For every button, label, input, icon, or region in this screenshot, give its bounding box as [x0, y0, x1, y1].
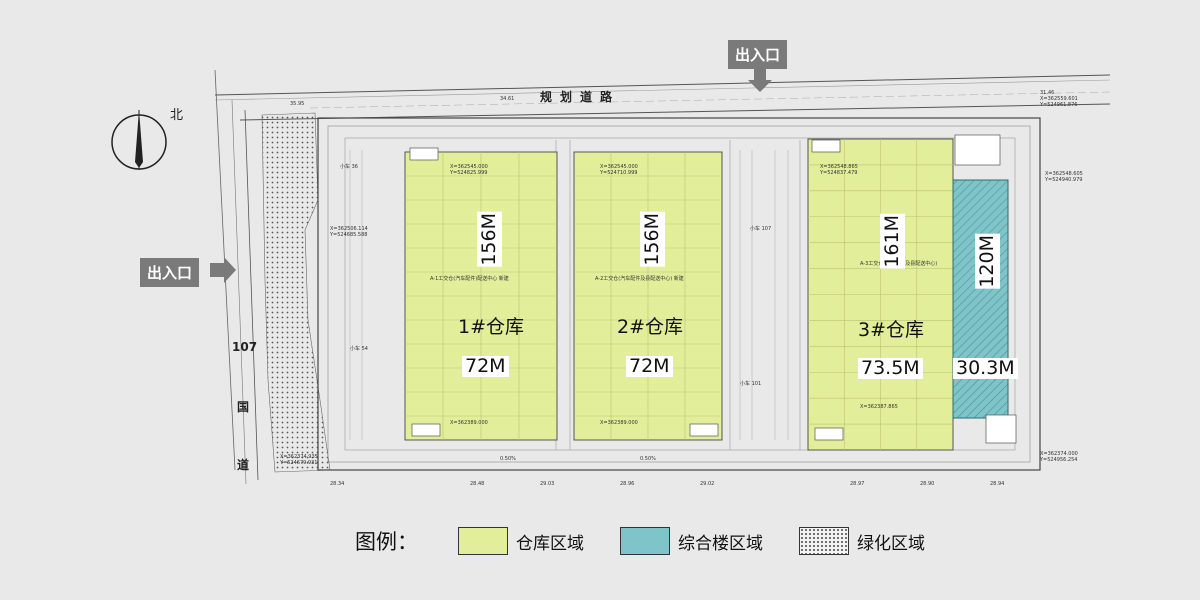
svg-text:29.02: 29.02	[700, 481, 714, 487]
warehouse-2-name: 2#仓库	[617, 316, 684, 338]
entrance-arrows	[210, 68, 772, 283]
national-road-char-1: 国	[237, 400, 250, 414]
svg-text:Y=524679.931: Y=524679.931	[279, 460, 317, 466]
svg-text:X=362545.000: X=362545.000	[600, 164, 638, 170]
svg-text:Y=524710.999: Y=524710.999	[599, 170, 637, 176]
warehouse-2	[573, 151, 723, 441]
north-arrow	[111, 110, 167, 170]
warehouse-3-length: 161M	[880, 214, 905, 269]
entrance-top-label: 出入口	[728, 40, 788, 69]
office-building	[952, 179, 1009, 419]
warehouse-2-width: 72M	[626, 356, 673, 377]
entrance-left-label: 出入口	[140, 258, 200, 287]
svg-text:X=362387.865: X=362387.865	[860, 404, 898, 410]
green-swatch	[799, 527, 849, 555]
svg-text:小车 36: 小车 36	[340, 163, 358, 170]
green-area	[261, 112, 331, 473]
svg-text:28.94: 28.94	[990, 481, 1004, 487]
legend-item-warehouse: 仓库区域	[458, 527, 584, 555]
site-boundary	[317, 117, 1041, 471]
svg-text:小车 54: 小车 54	[350, 345, 368, 352]
legend-label-office: 综合楼区域	[678, 533, 763, 554]
svg-text:小车 101: 小车 101	[740, 380, 761, 387]
svg-text:0.50%: 0.50%	[500, 456, 516, 462]
svg-text:29.03: 29.03	[540, 481, 554, 487]
north-label: 北	[170, 108, 184, 123]
office-swatch	[620, 527, 670, 555]
legend-label-warehouse: 仓库区域	[516, 533, 584, 554]
svg-text:X=362548.605: X=362548.605	[1045, 171, 1083, 177]
legend-label-green: 绿化区域	[857, 533, 925, 554]
svg-text:28.34: 28.34	[330, 481, 344, 487]
svg-text:X=362389.000: X=362389.000	[600, 420, 638, 426]
warehouse-1-width: 72M	[462, 356, 509, 377]
legend: 图例： 仓库区域 综合楼区域 绿化区域	[355, 523, 961, 559]
national-road-number: 107	[232, 340, 258, 354]
warehouse-3-name: 3#仓库	[858, 319, 925, 341]
svg-text:35.95: 35.95	[290, 101, 304, 107]
svg-text:A-1工交仓(汽车配件)配送中心 新建: A-1工交仓(汽车配件)配送中心 新建	[430, 275, 509, 282]
warehouse-3-width: 73.5M	[858, 358, 923, 379]
svg-text:Y=524961.876: Y=524961.876	[1039, 102, 1077, 108]
national-road-char-2: 道	[237, 458, 250, 472]
svg-text:X=362548.865: X=362548.865	[820, 164, 858, 170]
svg-text:Y=524825.999: Y=524825.999	[449, 170, 487, 176]
warehouse-swatch	[458, 527, 508, 555]
svg-text:28.96: 28.96	[620, 481, 634, 487]
svg-text:X=362389.000: X=362389.000	[450, 420, 488, 426]
svg-text:Y=524685.588: Y=524685.588	[329, 232, 367, 238]
small-buildings	[409, 134, 1017, 444]
legend-item-office: 综合楼区域	[620, 527, 763, 555]
office-width: 30.3M	[953, 358, 1018, 379]
svg-text:0.50%: 0.50%	[640, 456, 656, 462]
svg-text:28.48: 28.48	[470, 481, 484, 487]
svg-text:28.90: 28.90	[920, 481, 934, 487]
parking-stalls	[349, 150, 789, 440]
svg-text:X=362374.000: X=362374.000	[1040, 451, 1078, 457]
warehouse-1	[404, 151, 558, 441]
top-road-label: 规划道路	[540, 90, 621, 104]
svg-text:34.61: 34.61	[500, 96, 514, 102]
svg-text:31.46: 31.46	[1040, 90, 1054, 96]
office-length: 120M	[975, 234, 1000, 289]
legend-title: 图例：	[355, 530, 418, 554]
svg-text:X=362374.935: X=362374.935	[280, 454, 318, 460]
svg-text:28.97: 28.97	[850, 481, 864, 487]
svg-text:X=362506.114: X=362506.114	[330, 226, 368, 232]
warehouse-1-name: 1#仓库	[458, 316, 525, 338]
warehouse-1-length: 156M	[477, 212, 502, 267]
svg-text:Y=524837.479: Y=524837.479	[819, 170, 857, 176]
svg-text:X=362545.000: X=362545.000	[450, 164, 488, 170]
svg-text:X=362559.601: X=362559.601	[1040, 96, 1078, 102]
warehouse-3	[807, 138, 954, 451]
warehouse-2-length: 156M	[640, 212, 665, 267]
svg-text:A-2工交仓(汽车配件及县配送中心) 新建: A-2工交仓(汽车配件及县配送中心) 新建	[595, 275, 684, 282]
legend-item-green: 绿化区域	[799, 527, 925, 555]
svg-text:Y=524940.979: Y=524940.979	[1044, 177, 1082, 183]
svg-text:小车 107: 小车 107	[750, 225, 771, 232]
svg-text:Y=524956.254: Y=524956.254	[1039, 457, 1077, 463]
